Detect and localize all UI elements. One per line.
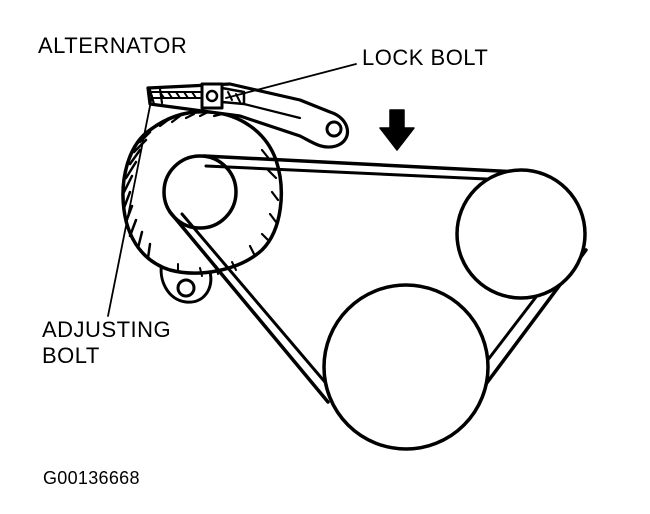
adjusting-bolt-label-line1: ADJUSTING [42,317,172,342]
alternator-label: ALTERNATOR [38,33,188,58]
adjusting-bolt-leader-line [107,95,153,317]
alternator-body [121,109,284,277]
accessory-pulley [455,168,587,300]
arrow-down-icon [379,109,415,151]
crankshaft-pulley [322,283,490,451]
lock-bolt-label: LOCK BOLT [362,45,489,70]
figure-code: G00136668 [43,468,140,488]
adjusting-bolt-label: ADJUSTING BOLT [42,317,171,369]
lock-bolt-leader-line [225,63,357,99]
adjusting-bolt-label-line2: BOLT [42,343,100,368]
adjusting-bracket [146,82,349,149]
